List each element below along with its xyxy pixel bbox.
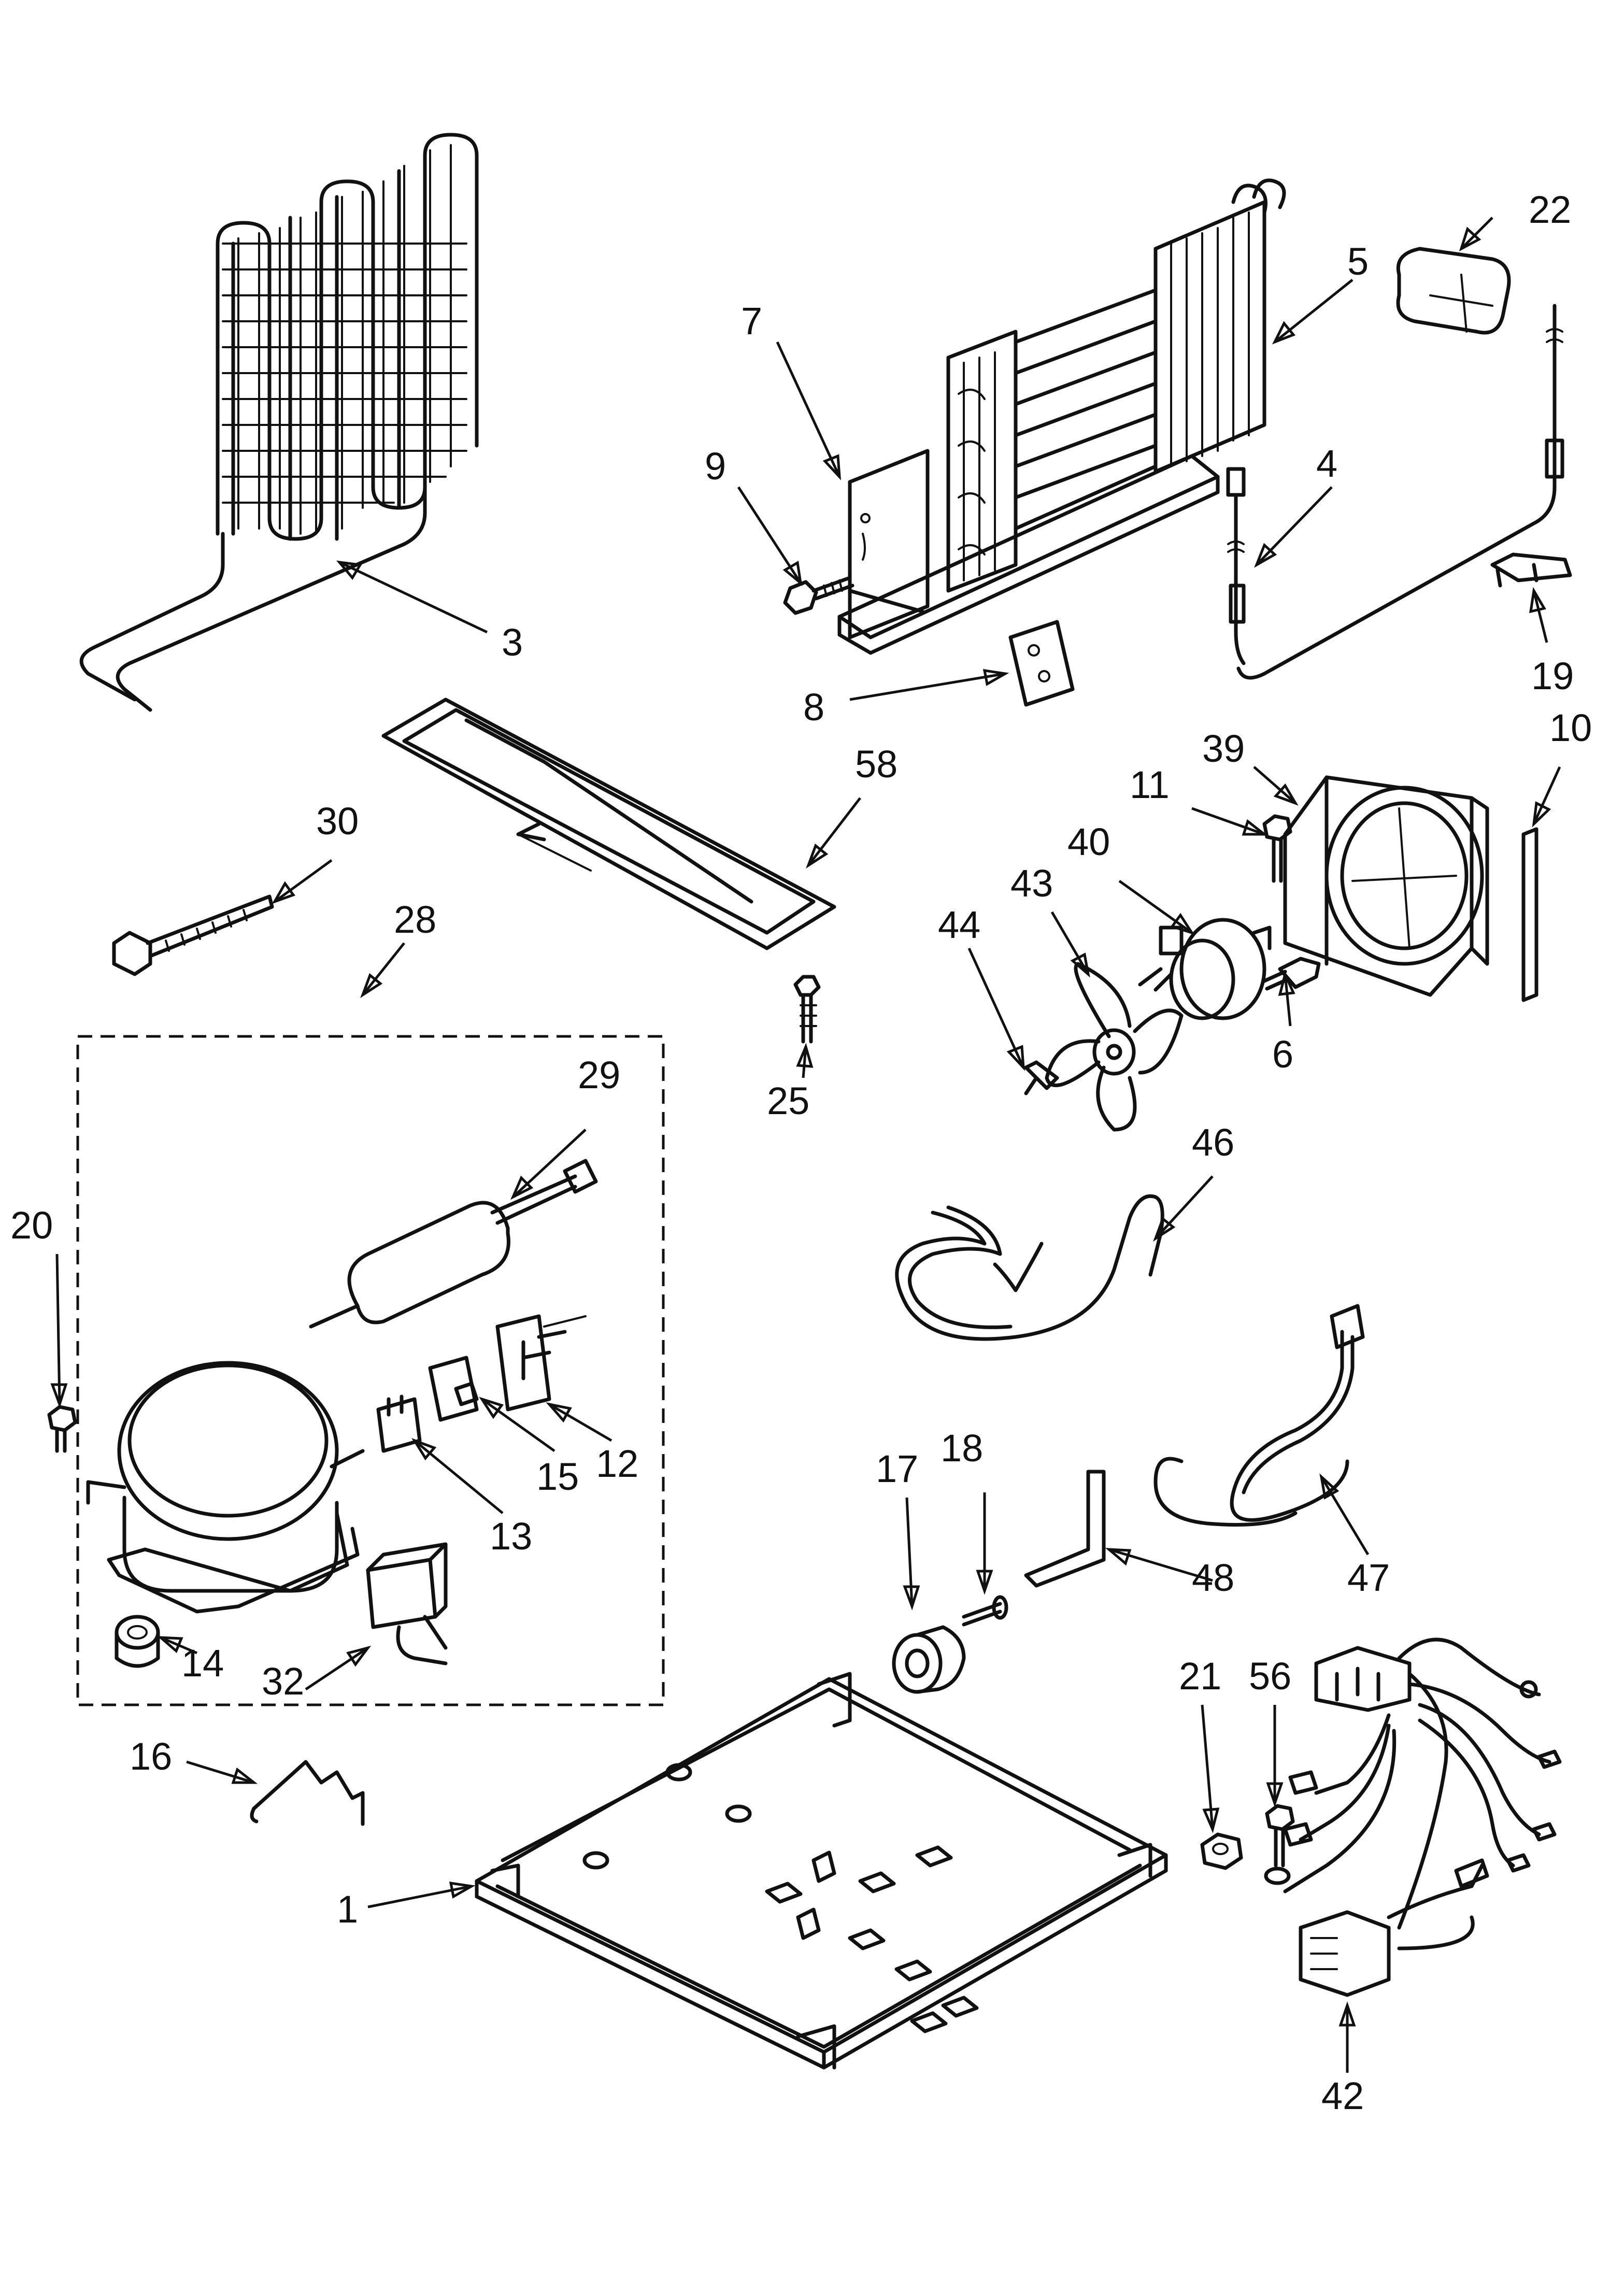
part-label-22: 22	[1529, 188, 1571, 231]
part-label-32: 32	[262, 1660, 304, 1703]
clip-19-drawing	[1490, 552, 1572, 588]
screw-11-drawing	[1262, 814, 1292, 883]
wire-4-drawing	[1226, 467, 1246, 665]
part-label-42: 42	[1321, 2074, 1364, 2117]
part-label-6: 6	[1272, 1033, 1293, 1076]
part-label-14: 14	[181, 1642, 224, 1685]
part-label-12: 12	[596, 1442, 638, 1485]
sensor-wire-drawing	[1236, 304, 1564, 680]
part-label-30: 30	[316, 800, 359, 843]
part-label-19: 19	[1531, 654, 1574, 697]
part-label-43: 43	[1010, 862, 1053, 905]
relay-12-drawing	[495, 1314, 587, 1412]
part-label-48: 48	[1192, 1556, 1234, 1599]
pin-18-drawing	[962, 1595, 1008, 1627]
fan-shroud-39-drawing	[1283, 775, 1489, 997]
drain-pan-58-drawing	[381, 697, 836, 950]
evaporator-drawing	[837, 178, 1286, 655]
part-label-58: 58	[855, 743, 898, 786]
part-label-11: 11	[1130, 763, 1170, 806]
screw-9-drawing	[783, 576, 854, 615]
bracket-8-drawing	[1008, 620, 1075, 707]
condenser-coil-drawing	[79, 133, 479, 712]
fan-motor-40-drawing	[1138, 918, 1272, 1020]
fan-blade-43-drawing	[1045, 962, 1184, 1132]
part-label-40: 40	[1067, 820, 1110, 863]
part-label-9: 9	[705, 445, 726, 488]
part-label-10: 10	[1549, 706, 1592, 749]
strip-10-drawing	[1521, 827, 1538, 1002]
tube-46-drawing	[895, 1194, 1164, 1341]
part-label-1: 1	[337, 1888, 358, 1931]
drier-29-drawing	[309, 1159, 598, 1329]
leader-lines	[50, 217, 1561, 2073]
part-label-18: 18	[941, 1427, 983, 1470]
part-label-5: 5	[1347, 240, 1369, 283]
part-labels: 3 22 5 7 9 4 19 8 10 58 39 11 30 40 43 4…	[10, 188, 1592, 2117]
roller-17-drawing	[892, 1625, 966, 1694]
part-label-46: 46	[1192, 1121, 1234, 1164]
tube-47-drawing	[1153, 1304, 1365, 1527]
screw-20-drawing	[47, 1405, 77, 1453]
tube-48-drawing	[1024, 1470, 1106, 1588]
part-label-39: 39	[1202, 727, 1245, 770]
part-label-47: 47	[1347, 1556, 1390, 1599]
part-label-3: 3	[502, 621, 523, 664]
part-label-17: 17	[876, 1447, 918, 1490]
part-label-8: 8	[803, 686, 824, 729]
part-label-29: 29	[578, 1053, 620, 1096]
nut-21-drawing	[1200, 1832, 1243, 1870]
part-label-25: 25	[767, 1079, 809, 1122]
screw-56-drawing	[1264, 1804, 1295, 1885]
part-label-44: 44	[938, 903, 980, 946]
part-label-15: 15	[536, 1455, 579, 1498]
wire-16-drawing	[250, 1760, 365, 1826]
part-label-28: 28	[394, 898, 436, 941]
part-label-7: 7	[741, 300, 762, 343]
screw-6-drawing	[1262, 957, 1321, 991]
part-label-13: 13	[490, 1515, 532, 1558]
screw-25-drawing	[793, 975, 821, 1044]
part-label-16: 16	[130, 1735, 172, 1778]
part-label-20: 20	[10, 1204, 53, 1247]
base-frame-1-drawing	[475, 1672, 1168, 2070]
compressor-assembly-28-box	[76, 1035, 665, 1706]
wire-harness-42-drawing	[1283, 1637, 1562, 1997]
cable-tie-30-drawing	[112, 894, 274, 976]
terminal-13-drawing	[376, 1394, 422, 1453]
part-label-21: 21	[1179, 1655, 1221, 1698]
part-label-56: 56	[1249, 1655, 1291, 1698]
cap-22-drawing	[1396, 247, 1511, 335]
clip-44-drawing	[1024, 1060, 1059, 1095]
relay-32-drawing	[366, 1542, 448, 1665]
overload-15-drawing	[428, 1356, 479, 1422]
part-label-4: 4	[1316, 442, 1337, 485]
compressor-drawing	[86, 1361, 365, 1668]
